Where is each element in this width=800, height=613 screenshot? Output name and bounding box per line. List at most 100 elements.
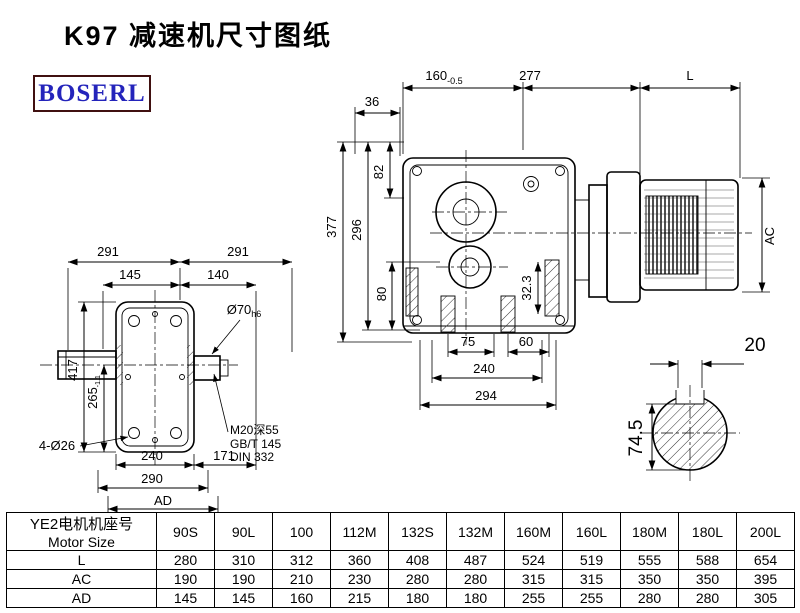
col-header-160L: 160L bbox=[562, 512, 621, 551]
dim-label-291-left: 291 bbox=[97, 244, 119, 259]
table-header-row: YE2电机机座号 Motor Size 90S 90L 100 112M 132… bbox=[6, 512, 795, 551]
shaft-section-view: 20 74.5 bbox=[626, 335, 766, 481]
secondary-bore-circle bbox=[448, 245, 492, 289]
cell: 310 bbox=[214, 550, 273, 570]
left-rib bbox=[405, 267, 419, 317]
cell: 280 bbox=[678, 588, 737, 608]
dim-label-145: 145 bbox=[119, 267, 141, 282]
main-view-extension-lines bbox=[337, 82, 770, 410]
cell: 280 bbox=[446, 569, 505, 589]
motor-size-table: YE2电机机座号 Motor Size 90S 90L 100 112M 132… bbox=[6, 512, 795, 608]
adapter-neck bbox=[574, 199, 590, 281]
cell: 145 bbox=[214, 588, 273, 608]
dim-label-296: 296 bbox=[349, 219, 364, 241]
side-view-extension-lines bbox=[67, 268, 293, 513]
cell: 255 bbox=[562, 588, 621, 608]
row-label-AC: AC bbox=[6, 569, 157, 589]
dim-label-140: 140 bbox=[207, 267, 229, 282]
cell: 350 bbox=[620, 569, 679, 589]
cell: 555 bbox=[620, 550, 679, 570]
dim-label-AD: AD bbox=[154, 493, 172, 508]
col-header-160M: 160M bbox=[504, 512, 563, 551]
cell: 180 bbox=[388, 588, 447, 608]
output-stub bbox=[193, 355, 221, 381]
dim-label-294: 294 bbox=[475, 388, 497, 403]
main-view-motor bbox=[574, 171, 739, 303]
dim-label-75: 75 bbox=[461, 334, 475, 349]
cell: 210 bbox=[272, 569, 331, 589]
col-header-90L: 90L bbox=[214, 512, 273, 551]
cell: 305 bbox=[736, 588, 795, 608]
dim-label-82: 82 bbox=[371, 165, 386, 179]
col-header-200L: 200L bbox=[736, 512, 795, 551]
motor-size-header: YE2电机机座号 Motor Size bbox=[6, 512, 157, 551]
side-view-dimensions: 291 291 145 140 417 265-1.1 Ø70h6 4-Ø26 … bbox=[39, 244, 292, 513]
main-view-dimensions: 160-0.5 277 L 36 82 377 296 80 32.3 75 6… bbox=[324, 68, 777, 409]
cell: 519 bbox=[562, 550, 621, 570]
table-row-AC: AC 190 190 210 230 280 280 315 315 350 3… bbox=[6, 569, 795, 589]
cell: 588 bbox=[678, 550, 737, 570]
cell: 408 bbox=[388, 550, 447, 570]
dim-label-AC: AC bbox=[762, 227, 777, 245]
foot-tab-right bbox=[500, 295, 516, 333]
dim-label-36: 36 bbox=[365, 94, 379, 109]
cell: 280 bbox=[620, 588, 679, 608]
brand-logo: BOSERL bbox=[33, 75, 151, 112]
thread-note-line3: DIN 332 bbox=[230, 450, 274, 464]
cell: 190 bbox=[156, 569, 215, 589]
stator-block bbox=[645, 195, 699, 275]
col-header-100: 100 bbox=[272, 512, 331, 551]
foot-tab-left bbox=[440, 295, 456, 333]
dim-label-377: 377 bbox=[324, 216, 339, 238]
dim-label-240-main: 240 bbox=[473, 361, 495, 376]
main-view-gearbox bbox=[402, 157, 576, 334]
cell: 654 bbox=[736, 550, 795, 570]
dim-label-shaft-diameter: Ø70h6 bbox=[227, 302, 262, 319]
gearbox-inner-contour bbox=[409, 164, 569, 327]
motor-size-header-cn: YE2电机机座号 bbox=[29, 516, 134, 533]
page-title: K97 减速机尺寸图纸 bbox=[64, 21, 333, 51]
dim-label-290: 290 bbox=[141, 471, 163, 486]
dim-label-keyway-20: 20 bbox=[744, 335, 765, 356]
cell: 395 bbox=[736, 569, 795, 589]
col-header-132S: 132S bbox=[388, 512, 447, 551]
side-rib bbox=[544, 259, 560, 317]
thread-note-line2: GB/T 145 bbox=[230, 437, 281, 451]
dim-label-277: 277 bbox=[519, 68, 541, 83]
dim-label-171: 171 bbox=[213, 448, 235, 463]
side-view-flange bbox=[40, 290, 238, 465]
cell: 230 bbox=[330, 569, 389, 589]
table-row-AD: AD 145 145 160 215 180 180 255 255 280 2… bbox=[6, 588, 795, 608]
cell: 315 bbox=[562, 569, 621, 589]
dim-label-80: 80 bbox=[374, 287, 389, 301]
cell: 160 bbox=[272, 588, 331, 608]
row-label-L: L bbox=[6, 550, 157, 570]
dim-label-bolt-holes: 4-Ø26 bbox=[39, 438, 75, 453]
cell: 180 bbox=[446, 588, 505, 608]
cell: 487 bbox=[446, 550, 505, 570]
cell: 312 bbox=[272, 550, 331, 570]
cell: 360 bbox=[330, 550, 389, 570]
cell: 315 bbox=[504, 569, 563, 589]
dim-label-74-5: 74.5 bbox=[626, 420, 647, 457]
motor-body bbox=[639, 179, 739, 291]
dim-label-291-right: 291 bbox=[227, 244, 249, 259]
dim-label-160: 160-0.5 bbox=[425, 68, 462, 86]
cell: 280 bbox=[388, 569, 447, 589]
cell: 350 bbox=[678, 569, 737, 589]
main-view-centerlines bbox=[430, 150, 752, 345]
motor-flange bbox=[606, 171, 641, 303]
cell: 190 bbox=[214, 569, 273, 589]
dim-label-417: 417 bbox=[65, 359, 80, 381]
dim-label-32-3: 32.3 bbox=[519, 275, 534, 300]
col-header-180M: 180M bbox=[620, 512, 679, 551]
row-label-AD: AD bbox=[6, 588, 157, 608]
cell: 280 bbox=[156, 550, 215, 570]
cell: 215 bbox=[330, 588, 389, 608]
col-header-112M: 112M bbox=[330, 512, 389, 551]
thread-note-line1: M20深55 bbox=[230, 423, 279, 437]
cell: 524 bbox=[504, 550, 563, 570]
dim-label-265: 265-1.1 bbox=[85, 375, 102, 409]
cell: 145 bbox=[156, 588, 215, 608]
table-row-L: L 280 310 312 360 408 487 524 519 555 58… bbox=[6, 550, 795, 570]
